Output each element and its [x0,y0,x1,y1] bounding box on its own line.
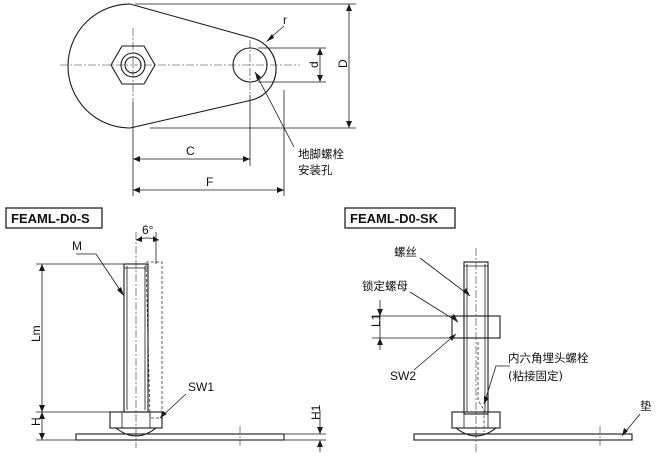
M-arrow [117,287,124,296]
screw-leader [419,257,471,297]
angle-label: 6° [142,223,154,237]
H1-label: H1 [309,404,323,420]
right-view: FEAML-D0-SK 螺丝 锁定螺母 [344,207,652,452]
d-arrow-bottom [317,75,323,82]
D-arrow-top [346,4,352,11]
F-arrow-right [277,187,284,193]
Lm-arrow-bottom [39,405,45,412]
pad-arrow [622,428,628,436]
D-label: D [336,59,350,68]
F-arrow-left [133,187,140,193]
H-arrow-top [39,412,45,419]
H-label: H [29,417,43,426]
ball-joint [115,427,157,437]
pad-label: 垫 [640,399,652,413]
F-label: F [206,175,213,189]
screw-label: 螺丝 [394,245,417,259]
hex-nut-inner-circle [120,52,146,78]
lock-nut [451,315,501,339]
hex-bolt-label-line2: (粘接固定) [508,369,563,383]
top-view: r d D C F 地脚螺栓 安装孔 [60,3,356,196]
angle-arrow-right [153,236,159,242]
right-title-box [344,207,456,229]
angle-arrow-left [136,236,142,242]
r-label: r [283,13,287,27]
D-arrow-bottom [346,121,352,128]
mount-hole-leader [254,71,295,148]
L1-arrow-bottom [377,338,383,345]
hex-bolt-arrow [484,396,489,404]
r-arrowhead [266,34,274,42]
H1-arrow-top [317,427,323,434]
d-label: d [307,61,321,68]
screw-arrow [463,288,470,296]
mount-hole-label-line1: 地脚螺栓 [298,147,344,161]
base-hex-nut [109,411,163,429]
Lm-label: Lm [29,325,43,342]
SW1-label: SW1 [188,380,214,394]
M-label: M [72,239,82,253]
lock-nut-arrow [451,314,458,322]
SW2-label: SW2 [390,369,416,383]
lock-nut-label: 锁定螺母 [362,279,408,293]
C-label: C [186,144,195,158]
left-base-plate [75,433,285,441]
mount-hole-label-line2: 安装孔 [298,163,333,177]
embedded-bolt-hidden [477,342,485,432]
lock-nut-leader [409,291,459,323]
C-arrow-right [243,156,250,162]
Lm-arrow-top [39,264,45,271]
L1-label: L1 [369,313,383,327]
left-view: FEAML-D0-S 6° M Lm [5,207,326,452]
hex-bolt-leader [483,365,510,405]
hex-nut-bore [124,56,142,74]
left-title: FEAML-D0-S [11,211,90,226]
H1-arrow-bottom [317,440,323,447]
top-plate-outline [67,3,277,129]
SW1-arrow [160,411,167,418]
d-arrow-top [317,48,323,55]
M-leader [76,253,125,297]
SW2-arrow [449,334,456,341]
SW2-leader [413,333,457,371]
right-ball-joint [455,427,497,437]
left-title-box [5,207,103,229]
hex-nut-top [110,45,156,85]
right-base-hex-nut [451,411,501,429]
hex-bolt-label-line1: 内六角埋头螺栓 [508,351,589,365]
H-arrow-bottom [39,433,45,440]
mounting-hole [232,47,268,83]
C-arrow-left [133,156,140,162]
right-base-plate [413,433,633,441]
L1-arrow-top [377,309,383,316]
mount-hole-arrow [255,72,261,80]
right-title: FEAML-D0-SK [350,211,439,226]
